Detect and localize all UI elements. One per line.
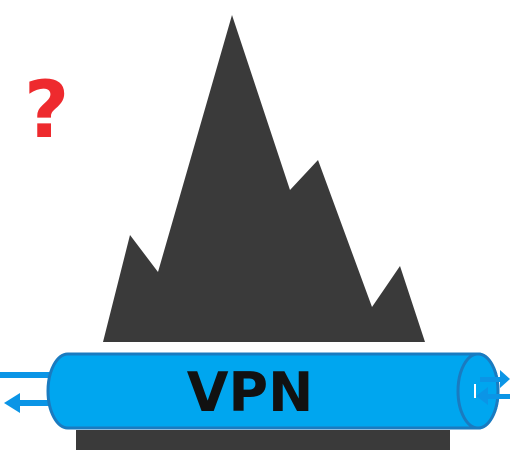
tunnel-exit-arrows <box>476 370 510 405</box>
arrow-left-icon <box>4 393 62 413</box>
vpn-label: VPN <box>186 361 314 424</box>
ground-base <box>76 430 450 450</box>
mountain-icon <box>103 15 425 342</box>
vpn-tunnel-icon <box>46 352 500 430</box>
question-mark-icon: ? <box>24 66 70 156</box>
